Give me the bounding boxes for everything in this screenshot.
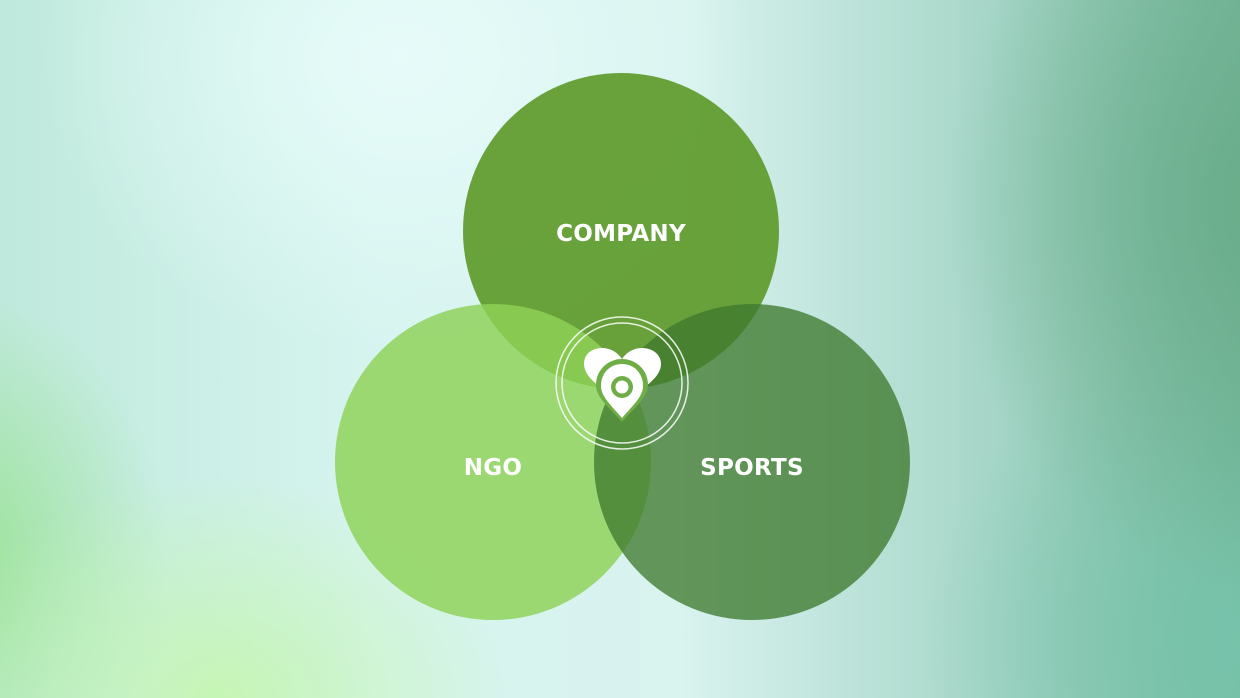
center-badge (555, 316, 689, 450)
label-sports: SPORTS (700, 455, 804, 481)
label-company: COMPANY (556, 221, 686, 247)
label-ngo: NGO (464, 455, 523, 481)
center-ring-inner (561, 322, 683, 444)
circle-company (463, 73, 779, 389)
heart-location-pin-icon (584, 348, 661, 422)
center-ring-outer (555, 316, 689, 450)
circle-ngo (335, 304, 651, 620)
circle-sports (594, 304, 910, 620)
